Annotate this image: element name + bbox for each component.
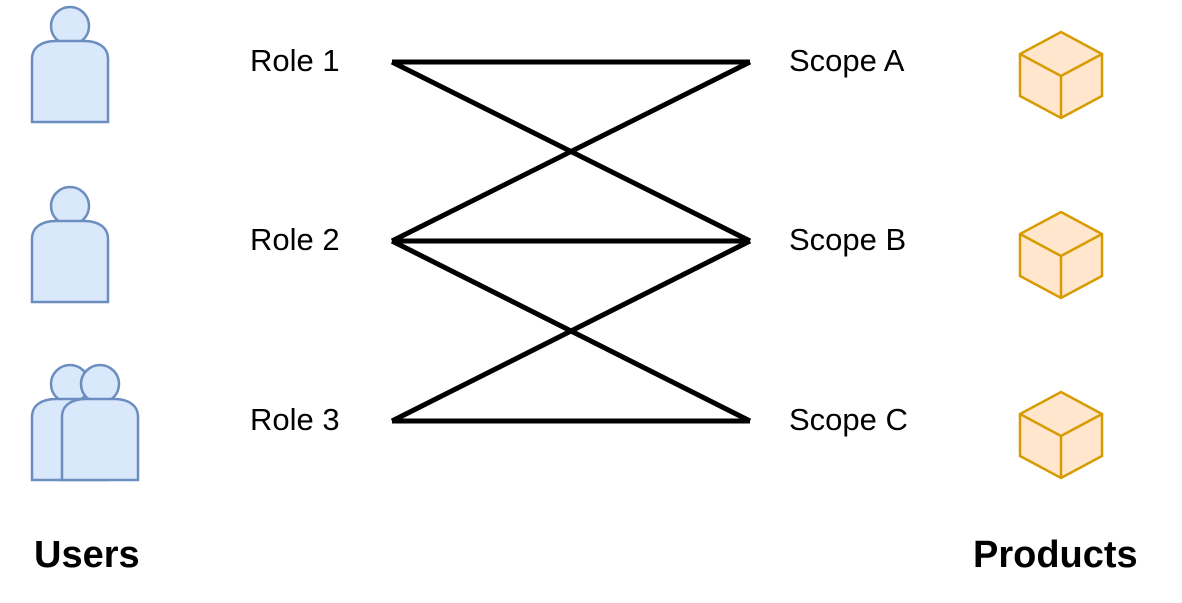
scope-label: Scope B: [789, 222, 907, 257]
connector-line: [390, 59, 752, 244]
cube-icon: [1018, 30, 1104, 120]
user-group-icon: [30, 363, 140, 482]
user-icon: [30, 5, 110, 124]
role-label: Role 1: [250, 43, 340, 78]
role-label: Role 3: [250, 402, 340, 437]
user-icon: [30, 185, 110, 304]
scope-label: Scope A: [789, 43, 905, 78]
cube-icon: [1018, 390, 1104, 480]
products-group-label: Products: [973, 534, 1138, 576]
cube-icon: [1018, 210, 1104, 300]
users-group-label: Users: [34, 534, 140, 576]
role-label: Role 2: [250, 222, 340, 257]
connections: [390, 59, 752, 424]
connector-line: [390, 238, 752, 424]
scope-label: Scope C: [789, 402, 908, 437]
